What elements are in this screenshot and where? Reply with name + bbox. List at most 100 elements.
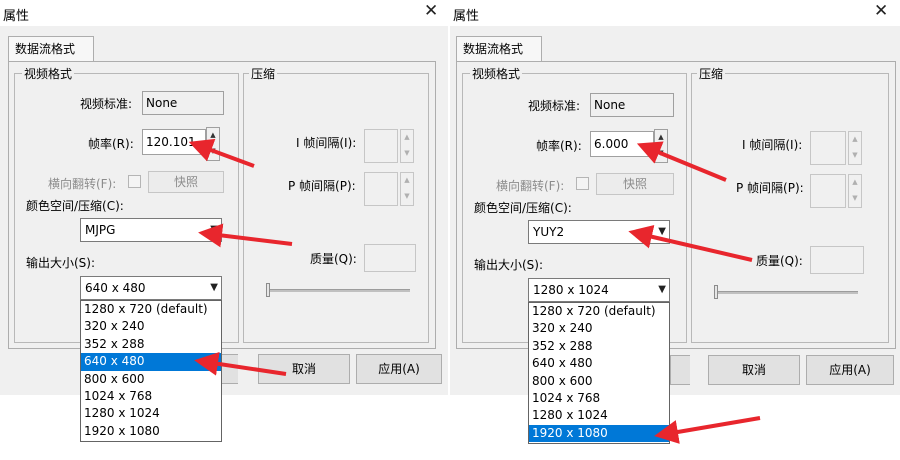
output-size-select[interactable]: 1280 x 1024 ▼ (528, 278, 670, 302)
spin-down-icon: ▼ (852, 151, 858, 159)
framerate-label: 帧率(R): (88, 137, 134, 151)
spin-up-icon: ▲ (404, 133, 410, 141)
dropdown-option[interactable]: 1280 x 1024 (532, 408, 608, 423)
quality-slider-thumb[interactable] (714, 285, 718, 299)
snapshot-button[interactable]: 快照 (596, 173, 674, 195)
colorspace-select[interactable]: YUY2 ▼ (528, 220, 670, 244)
spin-up-icon: ▲ (852, 135, 858, 143)
quality-label: 质量(Q): (756, 254, 803, 268)
dropdown-option[interactable]: 320 x 240 (84, 319, 145, 334)
flip-label: 横向翻转(F): (496, 179, 565, 193)
dropdown-option-selected[interactable]: 1920 x 1080 (529, 424, 669, 443)
chevron-down-icon[interactable]: ▼ (658, 284, 666, 295)
video-standard-label: 视频标准: (80, 97, 133, 111)
video-standard-field: None (590, 93, 674, 117)
framerate-input[interactable]: 6.000 (590, 131, 654, 157)
iframe-spinner: ▲ ▼ (848, 131, 862, 165)
spin-up-icon[interactable]: ▲ (210, 131, 216, 139)
dropdown-option[interactable]: 1024 x 768 (84, 388, 153, 403)
flip-checkbox[interactable] (128, 175, 141, 188)
quality-input (364, 244, 416, 272)
apply-button[interactable]: 应用(A) (806, 355, 894, 385)
spin-down-icon: ▼ (404, 149, 410, 157)
spin-up-icon: ▲ (404, 176, 410, 184)
pframe-spinner: ▲ ▼ (400, 172, 414, 206)
spin-up-icon[interactable]: ▲ (658, 133, 664, 141)
close-icon[interactable]: ✕ (424, 1, 439, 21)
framerate-label: 帧率(R): (536, 139, 582, 153)
dropdown-option[interactable]: 1280 x 720 (default) (532, 304, 656, 318)
pframe-input (364, 172, 398, 206)
dropdown-option[interactable]: 352 x 288 (532, 338, 593, 353)
cancel-button[interactable]: 取消 (258, 354, 350, 384)
snapshot-button[interactable]: 快照 (148, 171, 224, 193)
colorspace-label: 颜色空间/压缩(C): (26, 199, 124, 213)
spin-down-icon[interactable]: ▼ (658, 149, 664, 157)
properties-dialog-left: 属性 ✕ 数据流格式 视频格式 压缩 视频标准: None 帧率(R): 120… (0, 0, 448, 395)
compression-group-label: 压缩 (697, 65, 726, 82)
quality-slider-track[interactable] (714, 291, 858, 294)
iframe-label: I 帧间隔(I): (296, 136, 357, 150)
spin-down-icon[interactable]: ▼ (210, 147, 216, 155)
title-bar: 属性 (0, 0, 448, 26)
flip-label: 横向翻转(F): (48, 177, 117, 191)
ok-button[interactable] (220, 354, 238, 384)
compression-group (691, 73, 889, 343)
dropdown-option[interactable]: 352 x 288 (84, 336, 145, 351)
output-size-dropdown-list[interactable]: 1280 x 720 (default) 320 x 240 352 x 288… (80, 300, 222, 442)
close-icon[interactable]: ✕ (874, 1, 889, 21)
iframe-input (810, 131, 846, 165)
framerate-input[interactable]: 120.101 (142, 129, 206, 155)
dropdown-option[interactable]: 1280 x 720 (default) (84, 302, 208, 316)
video-standard-label: 视频标准: (528, 99, 581, 113)
colorspace-select[interactable]: MJPG ▼ (80, 218, 222, 242)
output-size-select[interactable]: 640 x 480 ▼ (80, 276, 222, 300)
title-bar: 属性 (450, 0, 900, 26)
spin-up-icon: ▲ (852, 178, 858, 186)
dropdown-option[interactable]: 320 x 240 (532, 321, 593, 336)
framerate-spinner[interactable]: ▲ ▼ (206, 127, 220, 161)
compression-group (243, 73, 429, 343)
colorspace-value: YUY2 (533, 225, 565, 239)
colorspace-label: 颜色空间/压缩(C): (474, 201, 572, 215)
output-size-label: 输出大小(S): (26, 256, 96, 270)
iframe-spinner: ▲ ▼ (400, 129, 414, 163)
video-format-group-label: 视频格式 (470, 65, 523, 82)
dropdown-option[interactable]: 1920 x 1080 (84, 423, 160, 438)
dialog-title: 属性 (3, 9, 30, 24)
dropdown-option[interactable]: 800 x 600 (84, 371, 145, 386)
compression-group-label: 压缩 (249, 65, 278, 82)
dropdown-option[interactable]: 640 x 480 (532, 356, 593, 371)
chevron-down-icon[interactable]: ▼ (210, 224, 218, 235)
output-size-dropdown-list[interactable]: 1280 x 720 (default) 320 x 240 352 x 288… (528, 302, 670, 444)
flip-checkbox[interactable] (576, 177, 589, 190)
output-size-value: 1280 x 1024 (533, 283, 609, 297)
chevron-down-icon[interactable]: ▼ (658, 226, 666, 237)
ok-button[interactable] (670, 355, 690, 385)
quality-slider-thumb[interactable] (266, 283, 270, 297)
quality-input (810, 246, 864, 274)
dropdown-option-selected[interactable]: 640 x 480 (81, 353, 221, 371)
iframe-label: I 帧间隔(I): (742, 138, 803, 152)
tab-stream-format[interactable]: 数据流格式 (456, 36, 542, 63)
cancel-button[interactable]: 取消 (708, 355, 800, 385)
pframe-input (810, 174, 846, 208)
quality-slider-track[interactable] (266, 289, 410, 292)
dropdown-option[interactable]: 1280 x 1024 (84, 406, 160, 421)
framerate-spinner[interactable]: ▲ ▼ (654, 129, 668, 163)
video-format-group-label: 视频格式 (22, 65, 75, 82)
iframe-input (364, 129, 398, 163)
apply-button[interactable]: 应用(A) (356, 354, 442, 384)
dialog-title: 属性 (453, 9, 480, 24)
output-size-value: 640 x 480 (85, 281, 146, 295)
colorspace-value: MJPG (85, 223, 116, 237)
chevron-down-icon[interactable]: ▼ (210, 282, 218, 293)
spin-down-icon: ▼ (404, 192, 410, 200)
spin-down-icon: ▼ (852, 194, 858, 202)
dropdown-option[interactable]: 800 x 600 (532, 373, 593, 388)
tab-stream-format[interactable]: 数据流格式 (8, 36, 94, 63)
video-standard-field: None (142, 91, 224, 115)
red-arrow-icon (654, 416, 761, 444)
pframe-label: P 帧间隔(P): (736, 181, 804, 195)
dropdown-option[interactable]: 1024 x 768 (532, 390, 601, 405)
